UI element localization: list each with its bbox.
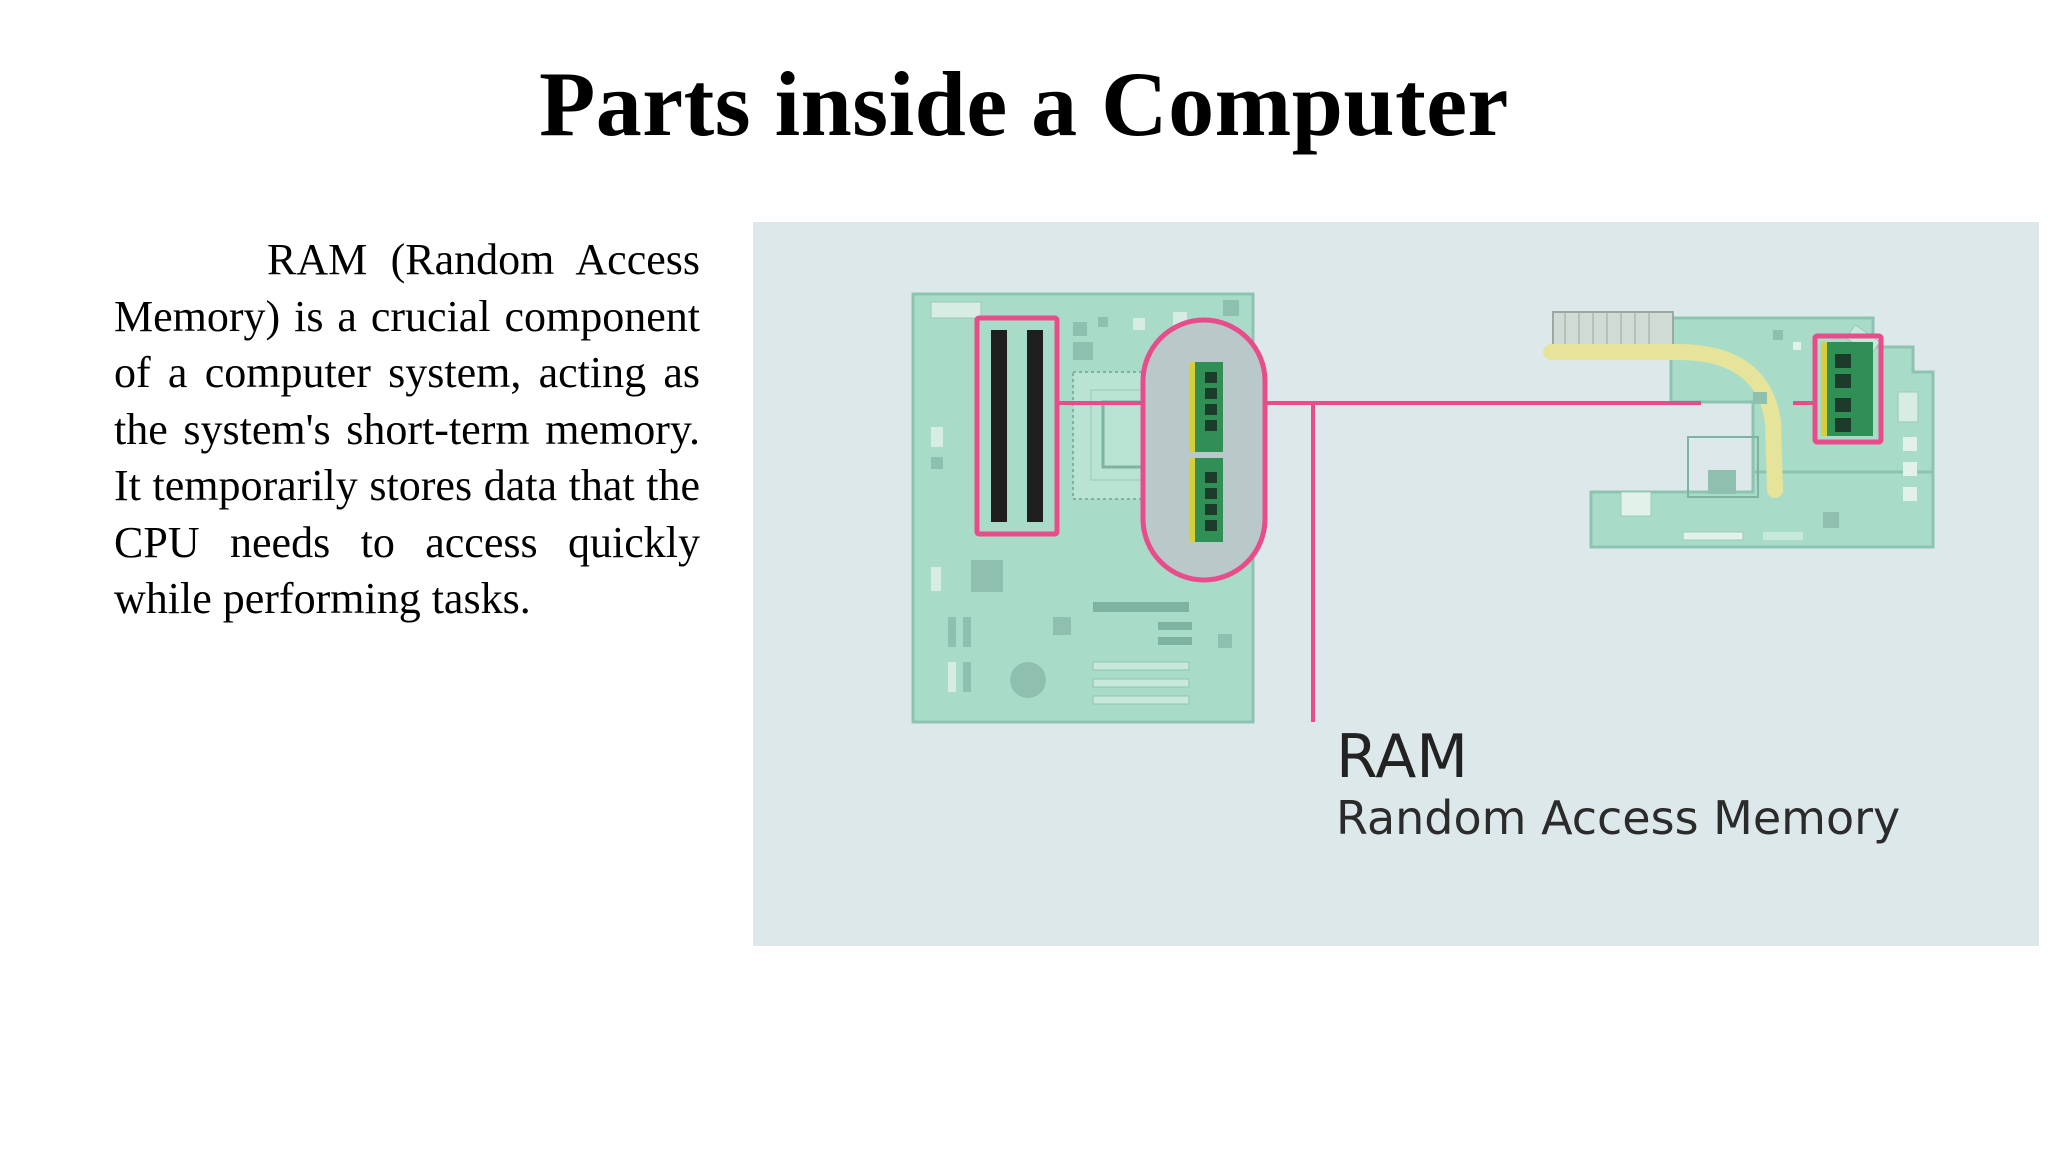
body-text: RAM (Random Access Memory) is a crucial … — [114, 235, 700, 623]
laptop-motherboard-icon — [1543, 311, 1935, 549]
ram-module-icon — [1140, 317, 1268, 583]
ram-subcaption: Random Access Memory — [1336, 791, 1901, 845]
ram-illustration: RAM Random Access Memory — [753, 222, 2039, 946]
slide-title: Parts inside a Computer — [539, 53, 1509, 155]
ram-caption: RAM — [1336, 722, 1469, 792]
